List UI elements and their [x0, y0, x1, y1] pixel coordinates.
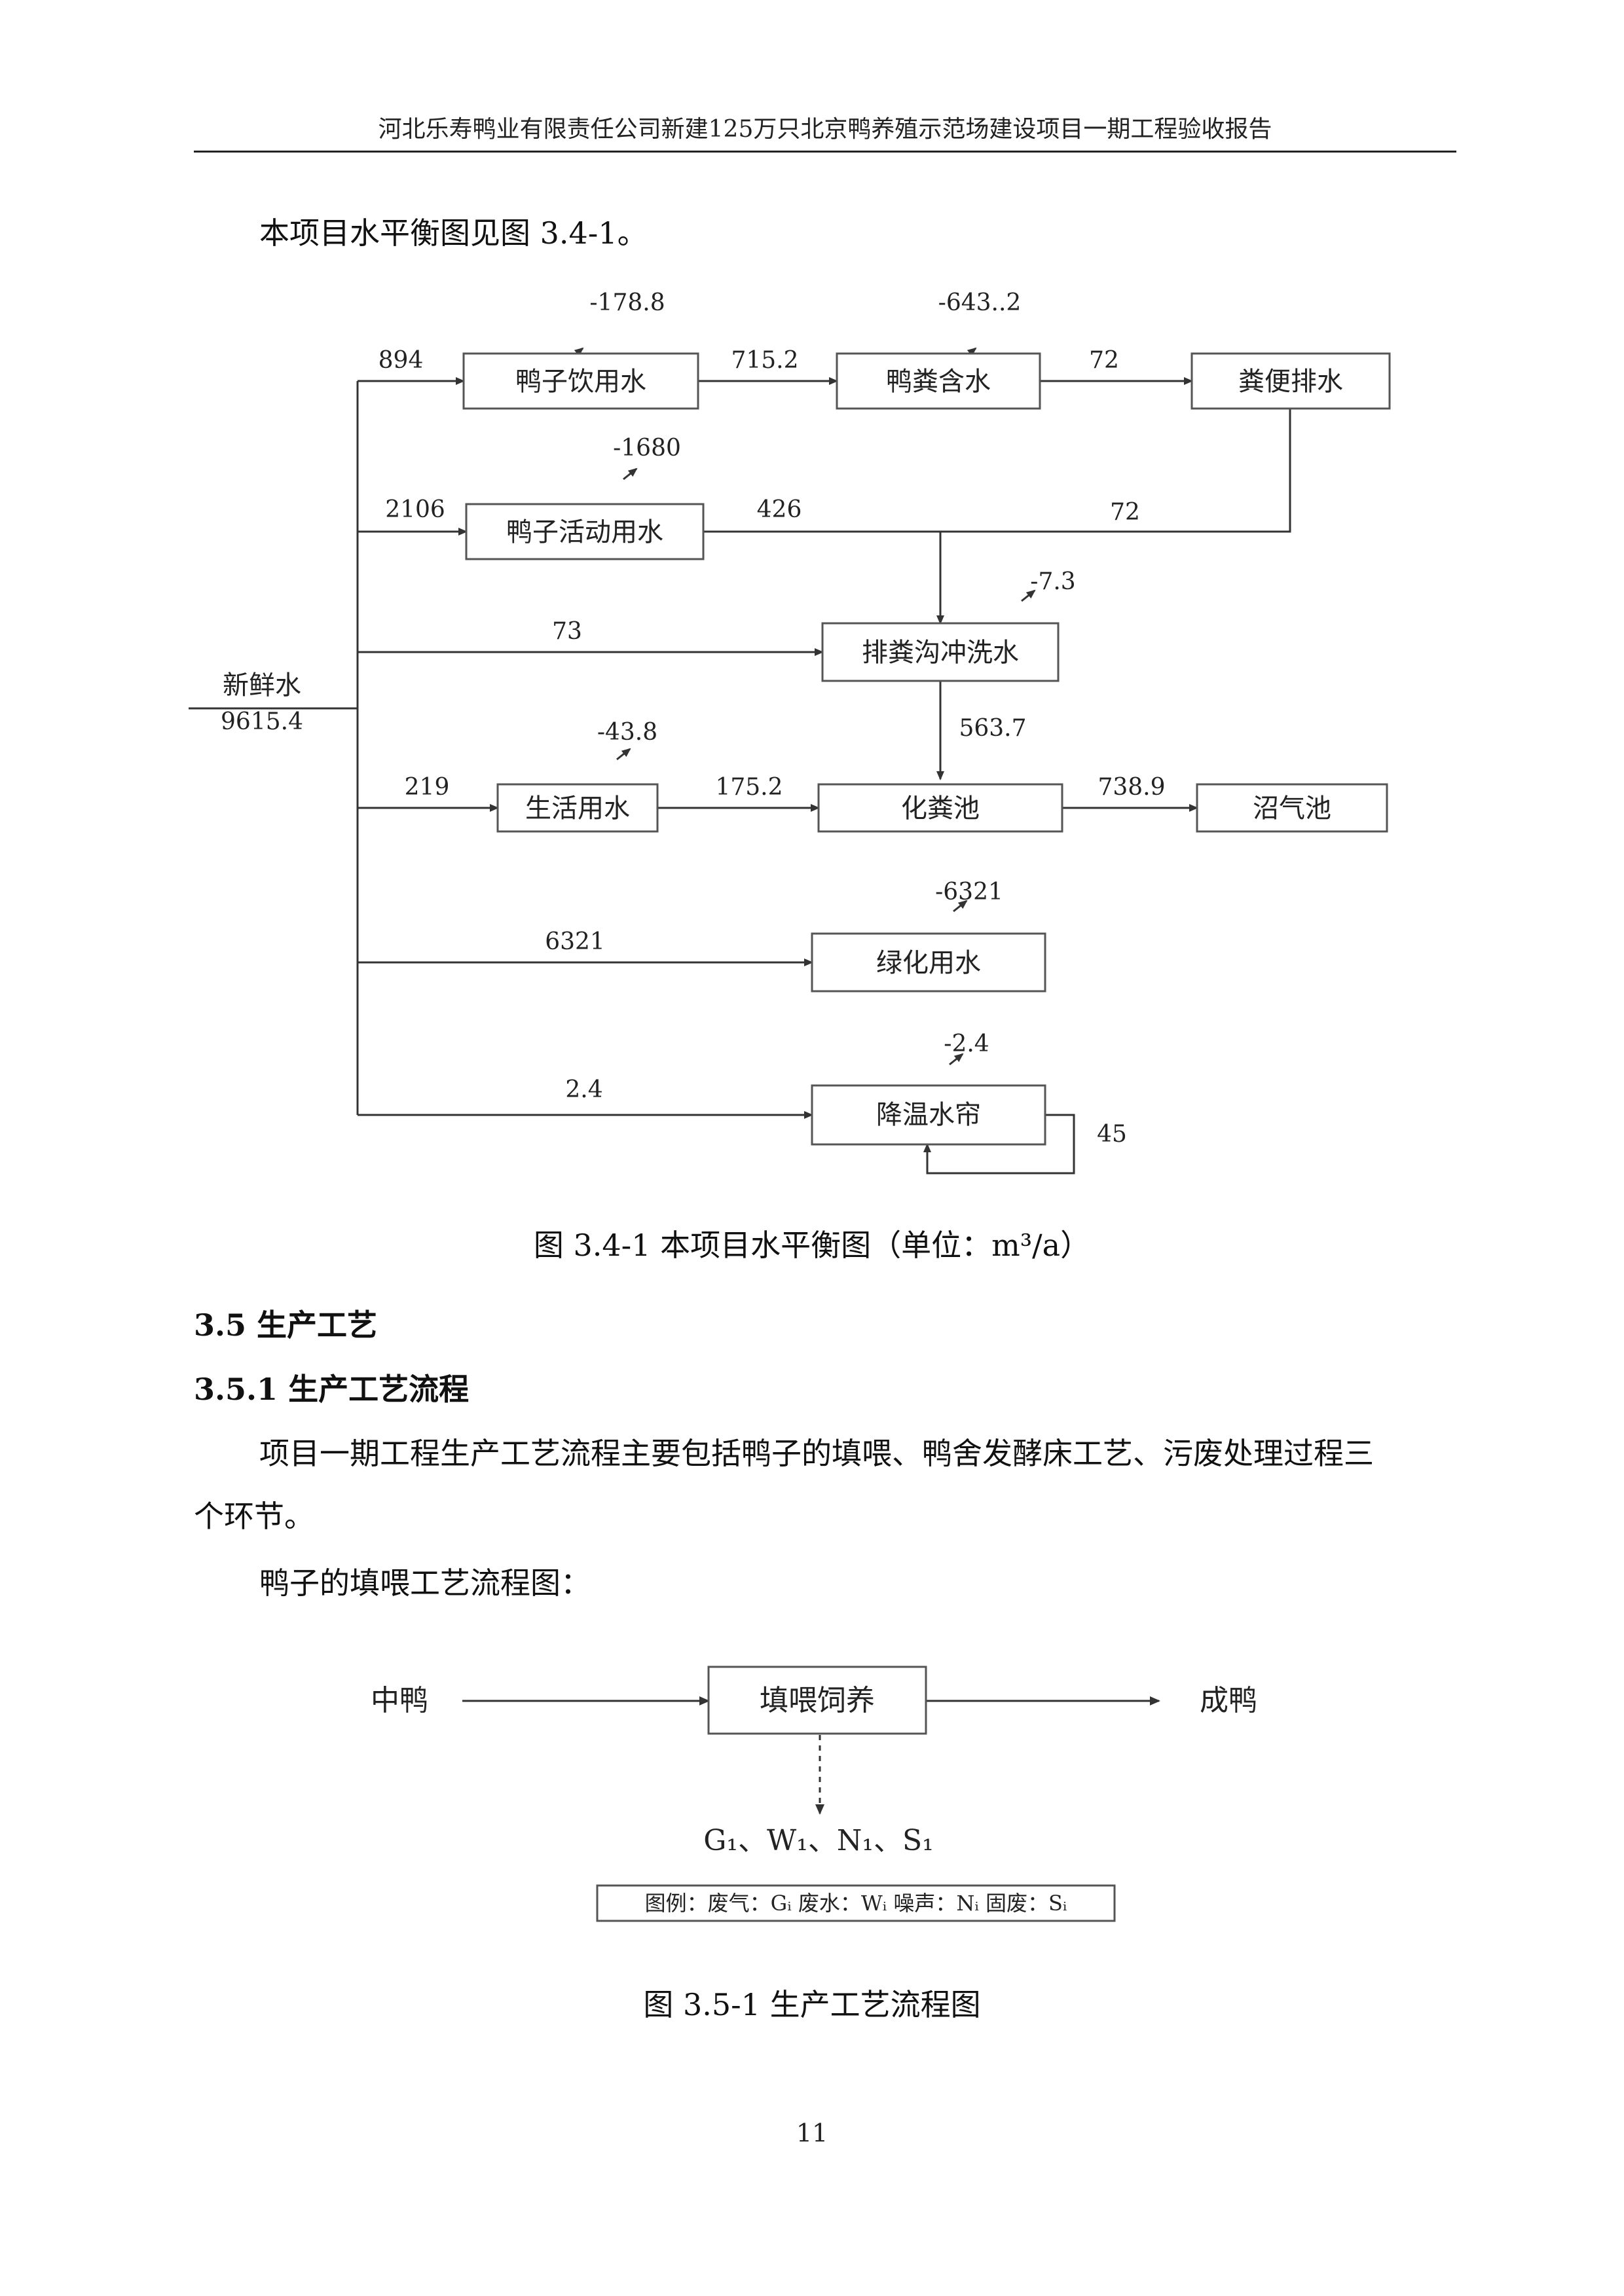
box-cooling-curtain [811, 1084, 1046, 1146]
paragraph-1-line-2: 个环节。 [194, 1499, 314, 1534]
loss-arrow-greening [953, 900, 968, 913]
loss-arrow-activity [623, 467, 638, 481]
box-biogas [1196, 783, 1388, 833]
label-duck-drink: 鸭子饮用水 [515, 367, 646, 397]
box-duck-manure-water [836, 352, 1041, 410]
flow-value-drink-loss: -178.8 [589, 289, 665, 316]
page-number: 11 [796, 2119, 828, 2147]
flow-value-domestic-to-septic: 175.2 [715, 774, 783, 801]
paragraph-1-line-1: 项目一期工程生产工艺流程主要包括鸭子的填喂、鸭舍发酵床工艺、污废处理过程三 [259, 1436, 1374, 1471]
figure-caption-1: 图 3.4-1 本项目水平衡图（单位：m³/a） [533, 1228, 1091, 1263]
intro-sentence: 本项目水平衡图见图 3.4-1。 [259, 215, 648, 251]
flow-value-feces-to-ditch: 72 [1110, 499, 1140, 526]
flow-curtain-recycle [923, 1114, 1075, 1175]
box-ditch-flush [821, 622, 1060, 682]
flow-value-to-ditch: 73 [552, 618, 582, 645]
flow-value-to-curtain: 2.4 [565, 1076, 602, 1103]
source-label: 新鲜水 [223, 670, 301, 701]
flow-value-manure-to-feces: 72 [1089, 347, 1119, 374]
box-duck-activity [465, 503, 705, 560]
loss-arrow-domestic [616, 748, 631, 761]
header-rule [194, 151, 1456, 153]
label-greening: 绿化用水 [876, 948, 981, 978]
label-septic: 化粪池 [901, 793, 980, 824]
flow-value-to-drink: 894 [378, 347, 424, 374]
label-feces-drain: 粪便排水 [1238, 367, 1343, 397]
flow-value-to-activity: 2106 [385, 496, 445, 523]
flow-value-activity-loss: -1680 [613, 435, 681, 462]
box-greening [811, 932, 1046, 993]
box-domestic [496, 783, 659, 833]
section-heading-3-5-1: 3.5.1 生产工艺流程 [194, 1372, 470, 1407]
box-duck-drink [462, 352, 699, 410]
label-biogas: 沼气池 [1253, 793, 1331, 824]
page-header: 河北乐寿鸭业有限责任公司新建125万只北京鸭养殖示范场建设项目一期工程验收报告 [378, 116, 1272, 143]
flow-value-manure-loss: -643..2 [938, 289, 1022, 316]
flow-value-domestic-loss: -43.8 [597, 719, 657, 746]
flow-value-activity-to-ditch: 426 [757, 496, 802, 523]
flow-value-septic-to-biogas: 738.9 [1098, 774, 1165, 801]
process-box-label: 填喂饲养 [760, 1684, 875, 1717]
loss-arrow-curtain [949, 1053, 964, 1066]
loss-arrow-ditch [1021, 589, 1036, 602]
flow-feces-to-ditch [940, 407, 1291, 533]
box-feces-drain [1190, 352, 1391, 410]
label-duck-manure-water: 鸭粪含水 [886, 367, 991, 397]
flow-value-ditch-to-septic: 563.7 [959, 715, 1026, 742]
flow-value-drink-to-manure: 715.2 [731, 347, 798, 374]
label-ditch-flush: 排粪沟冲洗水 [862, 638, 1019, 668]
source-value: 9615.4 [221, 708, 303, 735]
flow-value-curtain-recycle: 45 [1097, 1121, 1127, 1148]
section-heading-3-5: 3.5 生产工艺 [194, 1307, 378, 1343]
label-duck-activity: 鸭子活动用水 [506, 517, 663, 547]
flow-value-ditch-loss: -7.3 [1030, 568, 1075, 595]
label-domestic: 生活用水 [525, 793, 630, 824]
flow-value-greening-loss: -6321 [935, 879, 1003, 905]
flow-value-curtain-loss: -2.4 [944, 1030, 989, 1057]
legend-text: 图例：废气：Gᵢ 废水：Wᵢ 噪声：Nᵢ 固废：Sᵢ [645, 1891, 1067, 1916]
legend-box [596, 1884, 1116, 1922]
figure-caption-2: 图 3.5-1 生产工艺流程图 [643, 1987, 981, 2022]
label-cooling-curtain: 降温水帘 [876, 1100, 981, 1130]
box-feeding [707, 1666, 927, 1735]
flow-value-to-domestic: 219 [405, 774, 450, 801]
flow-value-to-greening: 6321 [545, 928, 605, 955]
process-output: 成鸭 [1200, 1684, 1257, 1717]
box-septic [817, 783, 1063, 833]
paragraph-2: 鸭子的填喂工艺流程图： [259, 1565, 591, 1601]
process-emissions: G₁、W₁、N₁、S₁ [703, 1824, 934, 1857]
process-input: 中鸭 [371, 1684, 428, 1717]
